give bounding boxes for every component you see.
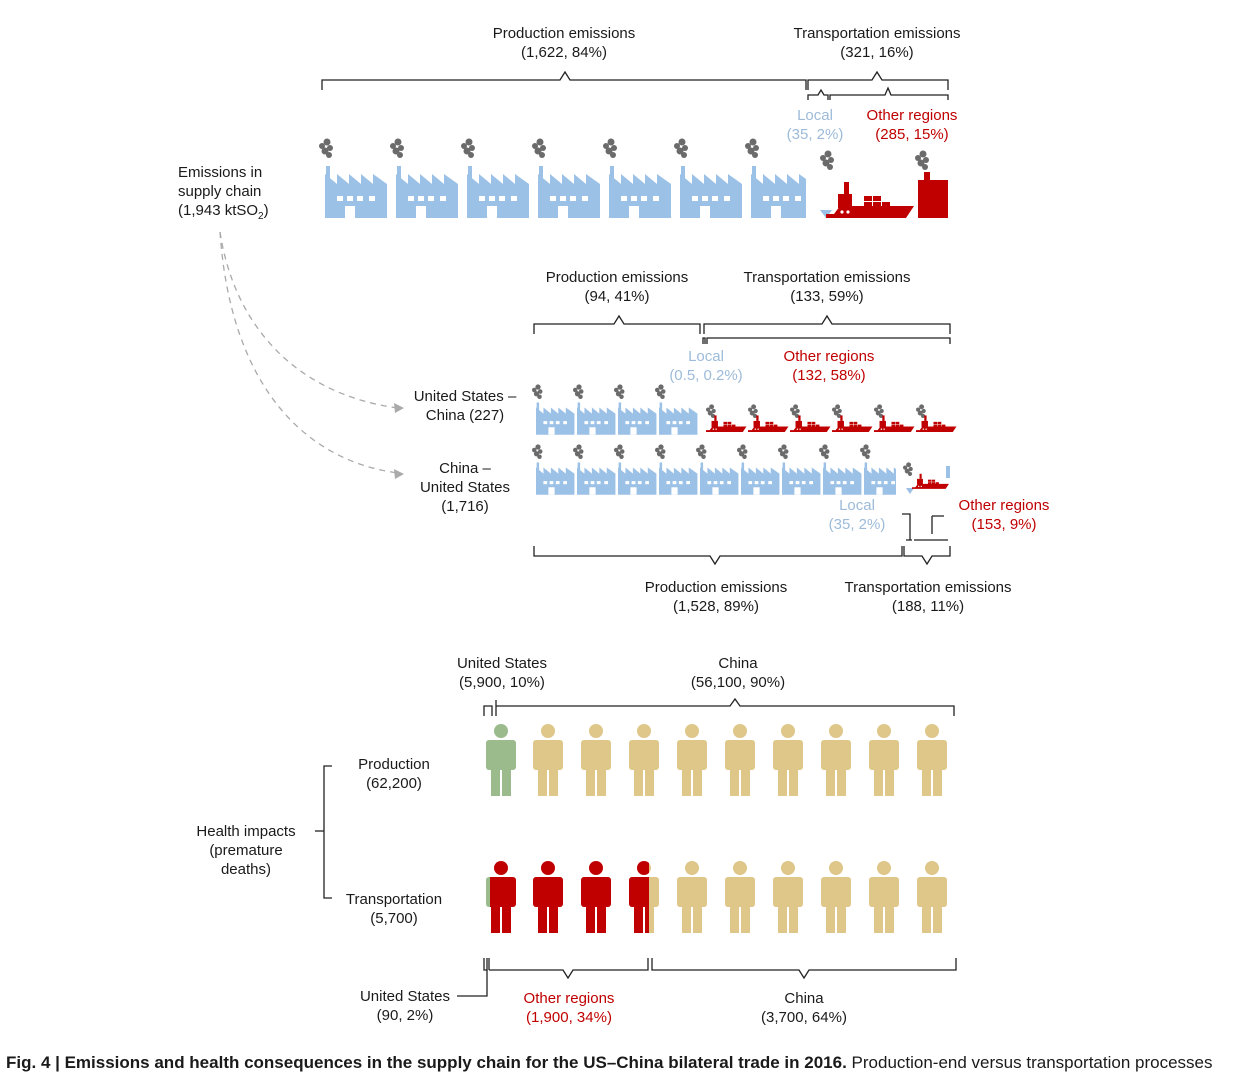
total-production-value: (1,622, 84%) [521,44,607,61]
total-other-value: (285, 15%) [875,126,949,143]
china-us-production-value: (1,528, 89%) [673,598,759,615]
us-china-other-title: Other regions [783,348,875,365]
china-us-other-value: (153, 9%) [971,516,1037,533]
total-label-subscript: 2 [258,211,264,222]
china-us-local-label: Local (35, 2%) [829,496,886,534]
us-china-other-value: (132, 58%) [792,367,866,384]
us-china-local-title: Local [688,348,724,365]
health-prod-china-label: China (56,100, 90%) [691,654,785,692]
china-us-other-title: Other regions [958,497,1050,514]
total-factories [319,138,929,220]
health-trans-china-value: (3,700, 64%) [761,1009,847,1026]
health-trans-us-value: (90, 2%) [376,1007,434,1024]
health-label-line1: Health impacts [196,823,296,840]
health-trans-other-title: Other regions [523,990,615,1007]
flow-arrows [219,231,399,474]
total-local-value: (35, 2%) [786,126,844,143]
health-trans-china-label: China (3,700, 64%) [761,989,847,1027]
health-production-title: Production [358,756,430,773]
us-china-transport-value: (133, 59%) [790,288,864,305]
china-us-production-title: Production emissions [644,579,788,596]
us-china-local-label: Local (0.5, 0.2%) [669,347,742,385]
health-trans-other-label: Other regions (1,900, 34%) [524,989,615,1027]
us-china-transport-title: Transportation emissions [743,269,911,286]
us-china-transport-label: Transportation emissions (133, 59%) [743,268,910,306]
total-label-close: ) [263,202,269,219]
health-label-line2: (premature [209,842,283,859]
china-us-transport-value: (188, 11%) [891,598,965,615]
health-prod-china-value: (56,100, 90%) [690,674,786,691]
china-us-ships [906,466,950,494]
china-us-other-label: Other regions (153, 9%) [959,496,1050,534]
us-china-production-value: (94, 41%) [584,288,650,305]
total-ships [820,172,948,218]
total-label-line1: Emissions in [178,164,263,181]
health-impacts-label: Health impacts (premature deaths) [196,822,295,879]
total-transport-value: (321, 16%) [840,44,914,61]
total-local-label: Local (35, 2%) [787,106,844,144]
health-transport-value: (5,700) [370,910,418,927]
total-production-bracket [321,70,807,90]
china-us-label-line1: China – [439,460,491,477]
total-label-unit: (1,943 ktSO [178,202,259,219]
us-china-brackets [533,314,951,344]
us-china-row-label: United States – China (227) [414,387,517,425]
health-trans-us-title: United States [359,988,451,1005]
health-production-value: (62,200) [366,775,422,792]
china-us-production-label: Production emissions (1,528, 89%) [645,578,788,616]
china-us-row-label: China – United States (1,716) [420,459,510,516]
total-transport-title: Transportation emissions [793,25,961,42]
china-us-transport-label: Transportation emissions (188, 11%) [844,578,1011,616]
health-transport-label: Transportation (5,700) [346,890,442,928]
caption-bold: Fig. 4 | Emissions and health consequenc… [6,1053,847,1072]
total-transport-label: Transportation emissions (321, 16%) [793,24,960,62]
us-china-production-label: Production emissions (94, 41%) [546,268,689,306]
total-local-title: Local [797,107,833,124]
us-china-other-label: Other regions (132, 58%) [784,347,875,385]
transport-people [486,861,947,933]
us-china-label-line1: United States – [413,388,517,405]
total-other-title: Other regions [866,107,958,124]
total-other-label: Other regions (285, 15%) [867,106,958,144]
us-china-ships [706,415,957,432]
health-prod-china-title: China [718,655,758,672]
health-prod-us-value: (5,900, 10%) [459,674,545,691]
china-us-factories [532,444,913,497]
us-china-production-title: Production emissions [545,269,689,286]
health-brackets [315,697,957,997]
health-production-label: Production (62,200) [358,755,430,793]
total-supply-chain-label: Emissions in supply chain (1,943 ktSO2) [178,163,269,226]
total-label-line2: supply chain [178,183,262,200]
china-us-local-value: (35, 2%) [828,516,886,533]
china-us-transport-title: Transportation emissions [844,579,1012,596]
china-us-label-line3: (1,716) [441,498,489,515]
china-us-local-title: Local [839,497,875,514]
health-trans-other-value: (1,900, 34%) [526,1009,612,1026]
total-production-label: Production emissions (1,622, 84%) [493,24,636,62]
china-us-label-line2: United States [419,479,511,496]
caption-normal: Production-end versus transportation pro… [846,1053,1213,1072]
health-prod-us-label: United States (5,900, 10%) [457,654,547,692]
production-people [486,724,947,796]
health-label-line3: deaths) [220,861,272,878]
total-production-title: Production emissions [492,25,636,42]
flow-arrowheads [394,403,404,479]
health-prod-us-title: United States [456,655,548,672]
total-label-line3: (1,943 ktSO2) [178,201,269,226]
total-transport-bracket [807,70,949,100]
figure-caption: Fig. 4 | Emissions and health consequenc… [6,1053,1213,1073]
health-trans-china-title: China [784,990,824,1007]
health-transport-title: Transportation [345,891,443,908]
us-china-local-value: (0.5, 0.2%) [669,367,743,384]
china-us-brackets [533,513,951,566]
us-china-label-line2: China (227) [425,407,505,424]
health-trans-us-label: United States (90, 2%) [360,987,450,1025]
